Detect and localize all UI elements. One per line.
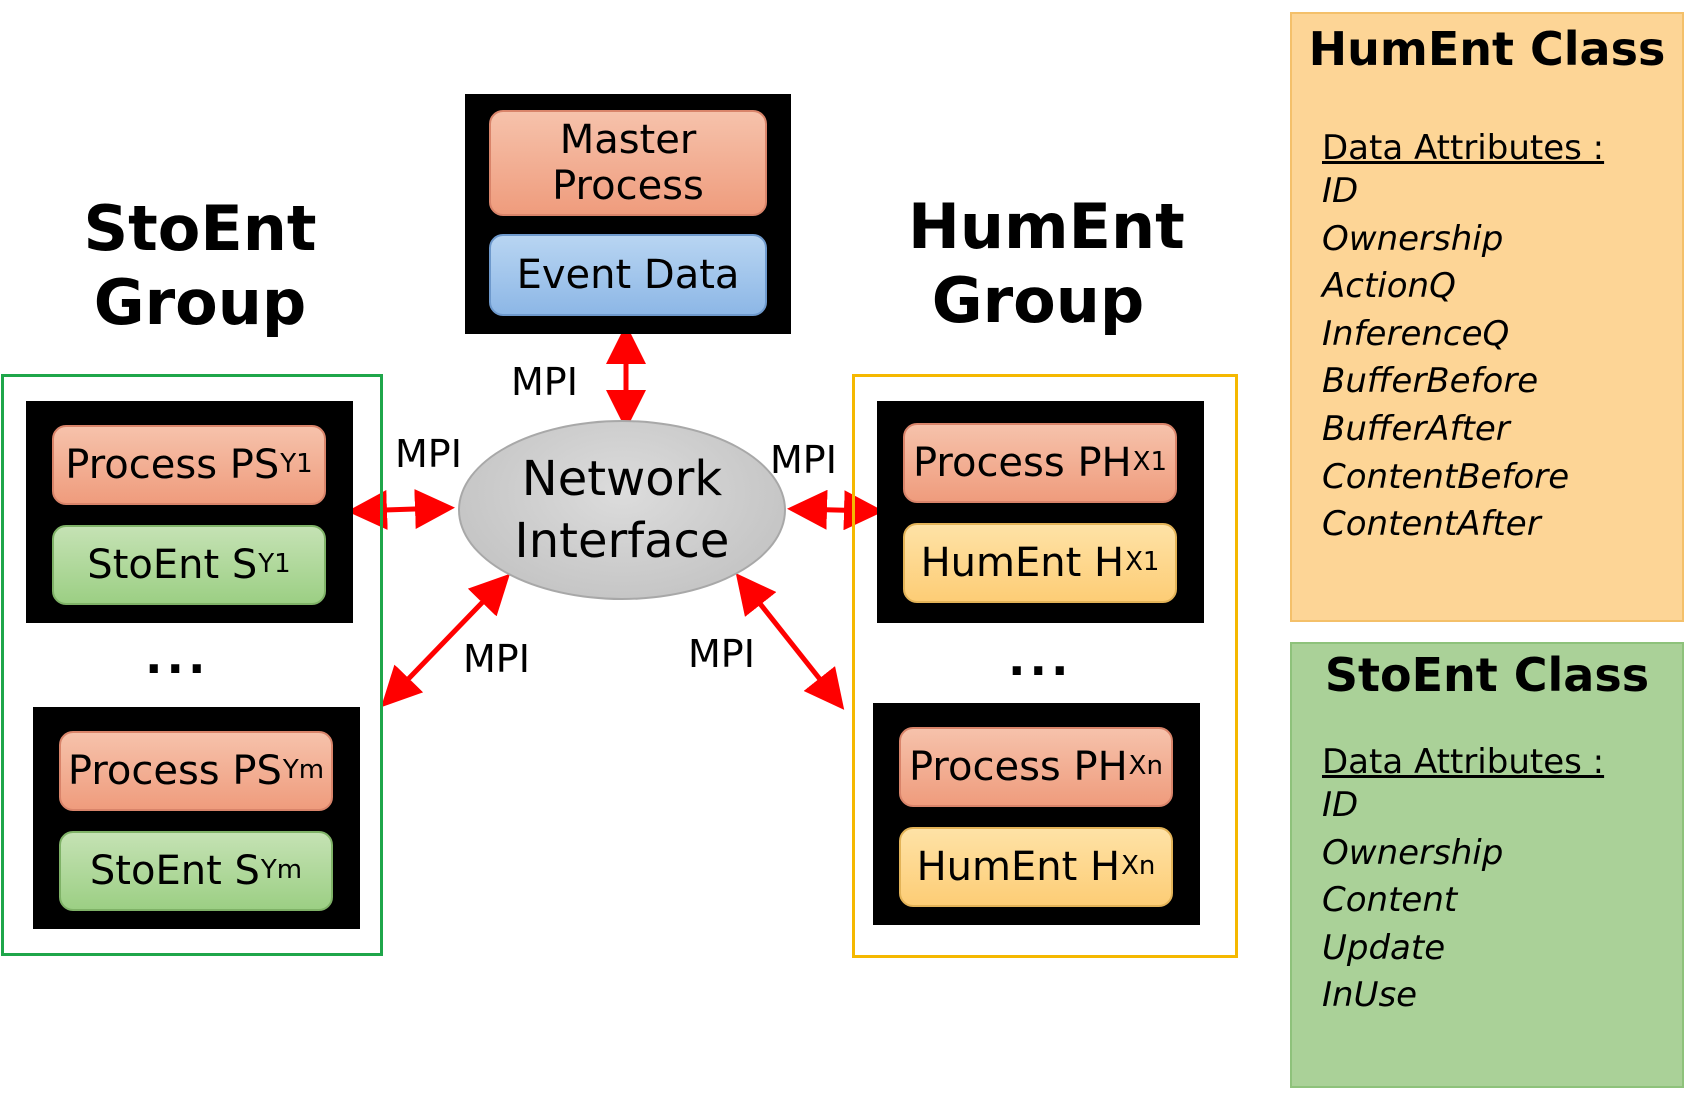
stoent-group-title-line2: Group bbox=[93, 266, 307, 340]
hument-entity-1-main: HumEnt H bbox=[920, 540, 1125, 586]
hument-group-title-line2: Group bbox=[931, 264, 1145, 338]
stoent-class-panel: StoEnt Class Data Attributes : ID Owners… bbox=[1290, 642, 1684, 1088]
stoent-class-attr-heading: Data Attributes : bbox=[1322, 742, 1605, 782]
hument-attr-actionq: ActionQ bbox=[1322, 266, 1456, 307]
hument-attr-contentbefore: ContentBefore bbox=[1322, 456, 1570, 497]
stoent-attr-content: Content bbox=[1322, 880, 1458, 921]
hument-process-1-sub: X1 bbox=[1132, 447, 1167, 478]
hument-entity-n-sub: Xn bbox=[1121, 851, 1156, 882]
arrow-network-hument-top bbox=[787, 489, 884, 531]
stoent-entity-1-sub: Y1 bbox=[258, 549, 291, 580]
network-line2: Interface bbox=[514, 513, 730, 569]
hument-attr-inferenceq: InferenceQ bbox=[1322, 313, 1510, 354]
stoent-ellipsis: ... bbox=[145, 630, 210, 684]
hument-class-panel: HumEnt Class Data Attributes : ID Owners… bbox=[1290, 12, 1684, 622]
stoent-group-title-line1: StoEnt bbox=[83, 192, 317, 265]
master-block: Master Process Event Data bbox=[465, 94, 791, 334]
master-process-label: Master Process bbox=[552, 117, 704, 209]
stoent-attr-update: Update bbox=[1322, 927, 1446, 968]
stoent-attr-ownership: Ownership bbox=[1322, 832, 1504, 873]
event-data-label: Event Data bbox=[516, 252, 740, 298]
hument-attr-bufferafter: BufferAfter bbox=[1322, 408, 1510, 449]
stoent-process-m-main: Process PS bbox=[67, 748, 282, 794]
hument-ellipsis: ... bbox=[1008, 632, 1073, 686]
arrow-stoent-bottom-network bbox=[381, 573, 510, 708]
mpi-label-hument-bottom: MPI bbox=[688, 632, 755, 676]
stoent-entity-m-sub: Ym bbox=[260, 855, 303, 886]
network-line1: Network bbox=[521, 450, 723, 507]
stoent-group-frame bbox=[1, 374, 383, 956]
arrow-network-hument-bottom bbox=[735, 573, 845, 710]
hument-entity-n-main: HumEnt H bbox=[916, 844, 1121, 890]
master-process-box: Master Process bbox=[489, 110, 767, 216]
hument-process-n-sub: Xn bbox=[1128, 751, 1163, 782]
hument-attr-contentafter: ContentAfter bbox=[1322, 504, 1541, 545]
stoent-process-1-main: Process PS bbox=[65, 442, 280, 488]
hument-class-attr-list: ID Ownership ActionQ InferenceQ BufferBe… bbox=[1322, 168, 1682, 549]
hument-attr-bufferbefore: BufferBefore bbox=[1322, 361, 1539, 402]
hument-class-attr-heading: Data Attributes : bbox=[1322, 128, 1605, 168]
stoent-class-title: StoEnt Class bbox=[1324, 648, 1650, 702]
mpi-label-stoent-top: MPI bbox=[395, 432, 462, 476]
mpi-label-hument-top: MPI bbox=[770, 438, 837, 482]
stoent-entity-m-main: StoEnt S bbox=[89, 848, 260, 894]
stoent-attr-inuse: InUse bbox=[1322, 975, 1418, 1016]
hument-class-title: HumEnt Class bbox=[1308, 22, 1666, 76]
hument-attr-id: ID bbox=[1322, 171, 1359, 211]
hument-group-title-line1: HumEnt bbox=[908, 190, 1185, 263]
stoent-process-m-sub: Ym bbox=[282, 755, 325, 786]
stoent-group-title: StoEnt Group bbox=[70, 192, 330, 341]
hument-group-title: HumEnt Group bbox=[908, 190, 1185, 339]
arrow-stoent-top-network bbox=[347, 489, 455, 530]
hument-process-n-main: Process PH bbox=[909, 744, 1128, 790]
stoent-entity-1-main: StoEnt S bbox=[87, 542, 258, 588]
mpi-label-stoent-bottom: MPI bbox=[463, 637, 530, 681]
mpi-label-master: MPI bbox=[511, 360, 578, 404]
network-interface: Network Interface bbox=[458, 420, 786, 600]
stoent-class-attr-list: ID Ownership Content Update InUse bbox=[1322, 782, 1682, 1020]
stoent-attr-id: ID bbox=[1322, 785, 1359, 825]
hument-group-frame bbox=[852, 374, 1238, 958]
stoent-process-1-sub: Y1 bbox=[280, 449, 313, 480]
hument-attr-ownership: Ownership bbox=[1322, 218, 1504, 259]
hument-entity-1-sub: X1 bbox=[1125, 547, 1160, 578]
event-data-box: Event Data bbox=[489, 234, 767, 316]
hument-process-1-main: Process PH bbox=[912, 440, 1132, 486]
